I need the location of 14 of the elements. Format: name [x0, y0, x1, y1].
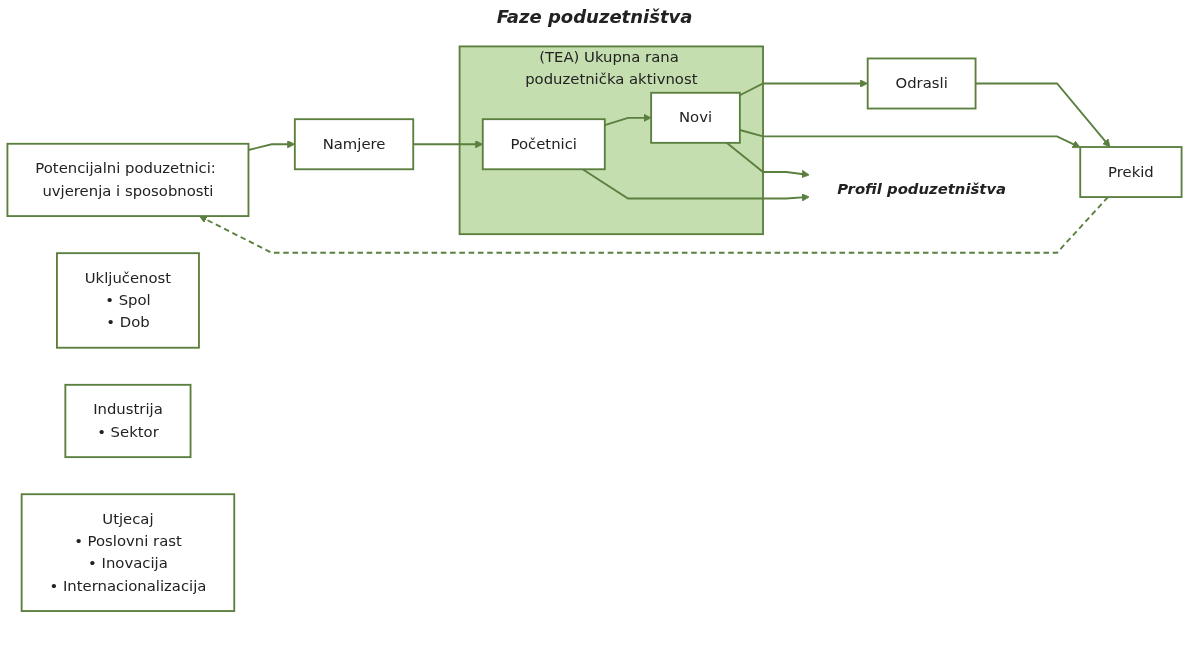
node-box: Odrasli	[866, 57, 977, 110]
node-box: Početnici	[481, 118, 606, 171]
arrow	[198, 196, 1109, 254]
heading-label: Faze poduzetništva	[496, 6, 693, 27]
node-box: Novi	[650, 92, 741, 145]
node-box: Utjecaj • Poslovni rast • Inovacija • Internacionalizacija	[20, 493, 236, 613]
node-box: Potencijalni poduzetnici: uvjerenja i sposobnosti	[6, 143, 250, 218]
node-box: Prekid	[1079, 146, 1183, 199]
node-box: Uključenost • Spol • Dob	[56, 252, 200, 349]
node-box: Namjere	[293, 118, 415, 171]
node-text: Profil poduzetništva	[837, 180, 1007, 198]
arrow	[725, 142, 810, 179]
node-box: Industrija • Sektor	[64, 384, 192, 459]
arrow	[581, 168, 810, 202]
